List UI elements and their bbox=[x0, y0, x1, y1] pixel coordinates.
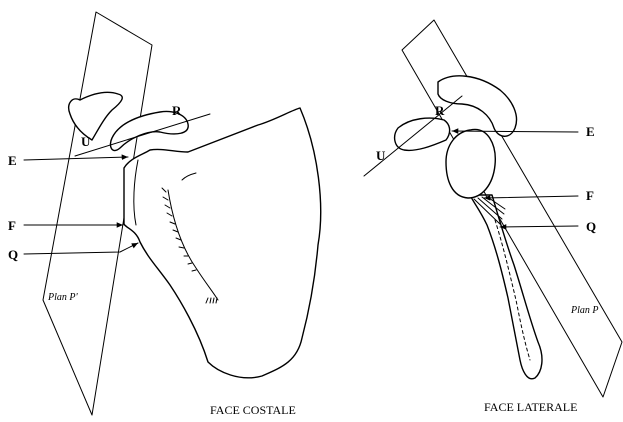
label-r-costal: R bbox=[172, 103, 182, 118]
scapula-lateral-body bbox=[470, 195, 542, 379]
arrow-q-lateral bbox=[500, 226, 578, 227]
label-u-costal: U bbox=[81, 134, 91, 149]
label-q-lateral: Q bbox=[586, 219, 596, 234]
label-f-costal: F bbox=[8, 218, 16, 233]
label-e-costal: E bbox=[8, 153, 17, 168]
plane-label-lateral: Plan P bbox=[570, 305, 599, 316]
label-e-lateral: E bbox=[586, 124, 595, 139]
lateral-view: E F Q U R Plan P FACE LATERALE bbox=[364, 20, 622, 414]
plane-label-costal: Plan P' bbox=[47, 292, 78, 303]
scapula-blade-costal bbox=[124, 108, 321, 378]
caption-costal: FACE COSTALE bbox=[210, 403, 296, 417]
label-r-lateral: R bbox=[435, 103, 445, 118]
label-q-costal: Q bbox=[8, 247, 18, 262]
arrow-f-lateral bbox=[484, 196, 578, 198]
caption-lateral: FACE LATERALE bbox=[484, 400, 577, 414]
label-u-lateral: U bbox=[376, 148, 386, 163]
arrow-e-costal bbox=[24, 157, 128, 160]
plane-p bbox=[402, 20, 622, 397]
label-f-lateral: F bbox=[586, 188, 594, 203]
arrow-q-costal bbox=[24, 243, 138, 254]
coracoid-lateral bbox=[395, 118, 450, 150]
glenoid-lateral bbox=[446, 129, 495, 198]
costal-view: E F Q U R Plan P' FACE COSTALE bbox=[8, 12, 321, 417]
